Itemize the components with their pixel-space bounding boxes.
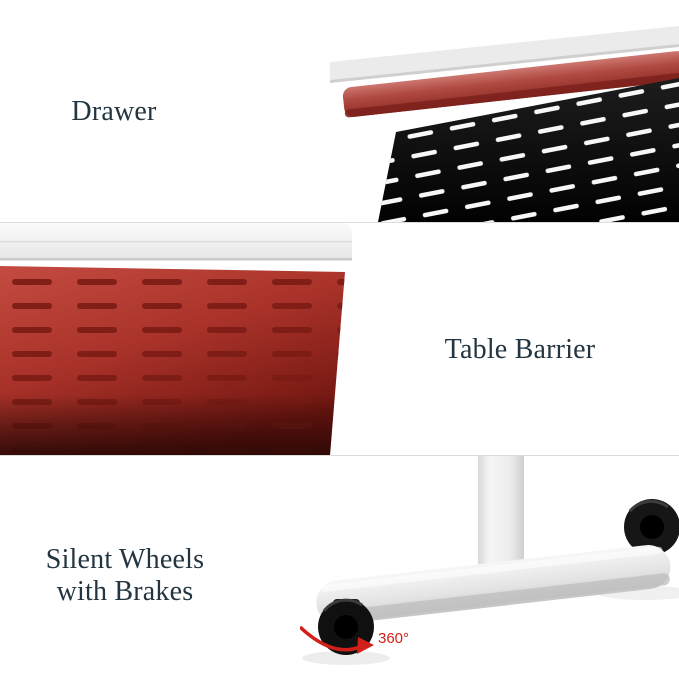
rotation-arrow-icon: [300, 625, 374, 654]
barrier-label-text: Table Barrier: [444, 334, 596, 365]
rotation-degree-label: 360°: [378, 630, 410, 647]
foot-bar: [316, 545, 671, 625]
barrier-panel-shadow: [0, 266, 345, 455]
wheels-label-line2: with Brakes: [56, 576, 194, 607]
wheels-photo: 360°: [300, 455, 679, 679]
slotted-panel-black-slots: [378, 78, 679, 222]
barrier-photo-graphic: [0, 222, 352, 455]
wheels-label: Silent Wheels with Brakes: [25, 544, 225, 608]
caster-wheel-left-hub: [334, 615, 358, 639]
barrier-photo: [0, 222, 356, 455]
ground-shadow-left: [302, 651, 390, 665]
table-edge-seam: [0, 241, 352, 243]
drawer-label-text: Drawer: [71, 96, 157, 127]
section-divider-1: [0, 222, 679, 223]
drawer-front-red-bar: [342, 51, 679, 118]
caster-wheel-left-highlight: [322, 598, 363, 612]
table-edge-bottom-line: [0, 258, 352, 261]
wheels-label-line1: Silent Wheels: [45, 544, 205, 575]
barrier-label: Table Barrier: [420, 334, 620, 366]
drawer-photo: [330, 0, 679, 222]
drawer-photo-graphic: [330, 26, 679, 222]
caster-wheel-right-highlight: [628, 499, 669, 513]
tabletop-edge-line: [330, 44, 679, 83]
table-leg: [478, 455, 524, 569]
tabletop-underside: [330, 26, 679, 80]
drawer-label: Drawer: [14, 96, 214, 128]
section-divider-2: [0, 455, 679, 456]
wheels-photo-graphic: [300, 455, 679, 665]
caster-wheel-right-hub: [640, 515, 664, 539]
